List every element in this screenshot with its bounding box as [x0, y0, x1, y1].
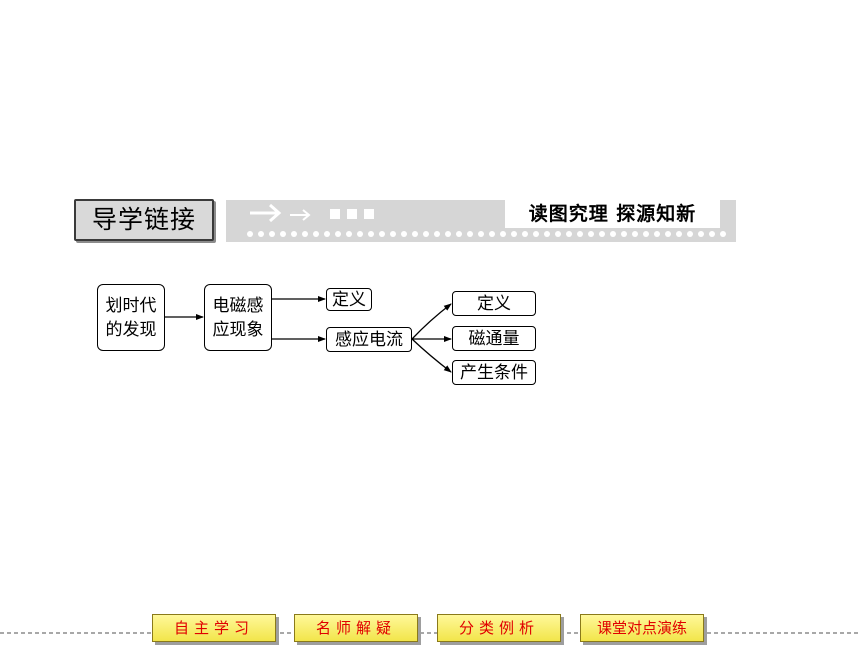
node-conditions: 产生条件 — [452, 360, 536, 385]
banner-dot — [258, 231, 264, 237]
square-icon — [364, 209, 374, 219]
node-magnetic-flux: 磁通量 — [452, 326, 536, 351]
node-em-induction: 电磁感 应现象 — [204, 284, 272, 351]
banner-dot — [412, 231, 418, 237]
edge-current-to-definition — [411, 303, 452, 340]
banner-dot — [434, 231, 440, 237]
arrow-right-icon — [250, 203, 282, 223]
node-induced-current: 感应电流 — [326, 327, 412, 352]
banner-dot — [346, 231, 352, 237]
banner-dot — [665, 231, 671, 237]
banner-dot — [709, 231, 715, 237]
banner-dot — [445, 231, 451, 237]
banner-dot — [654, 231, 660, 237]
banner-dot — [522, 231, 528, 237]
banner-arrows-decoration — [250, 203, 374, 223]
banner-dot — [632, 231, 638, 237]
banner-dot — [313, 231, 319, 237]
banner-dot — [687, 231, 693, 237]
banner-dot — [335, 231, 341, 237]
node-era-discovery-line1: 划时代 — [105, 295, 157, 316]
banner-dot — [368, 231, 374, 237]
banner-dot — [269, 231, 275, 237]
banner-dot — [467, 231, 473, 237]
node-definition-current: 定义 — [452, 291, 536, 316]
banner-dot — [291, 231, 297, 237]
banner-dot — [456, 231, 462, 237]
page-subtitle: 读图究理 探源知新 — [505, 200, 720, 228]
nav-button-classroom-practice[interactable]: 课堂对点演练 — [580, 614, 704, 642]
banner-dot — [621, 231, 627, 237]
square-icon — [330, 209, 340, 219]
banner-dot — [302, 231, 308, 237]
nav-button-category-examples[interactable]: 分类例析 — [437, 614, 561, 642]
node-em-induction-line1: 电磁感 — [212, 295, 264, 316]
banner-dot — [610, 231, 616, 237]
banner-dot — [676, 231, 682, 237]
node-em-induction-line2: 应现象 — [212, 319, 264, 340]
page-title: 导学链接 — [74, 199, 214, 241]
banner-dotted-line — [247, 231, 726, 237]
banner-dot — [423, 231, 429, 237]
banner-dot — [588, 231, 594, 237]
banner-dot — [511, 231, 517, 237]
banner-dot — [599, 231, 605, 237]
banner-dot — [555, 231, 561, 237]
banner-dot — [379, 231, 385, 237]
arrow-right-small-icon — [290, 209, 311, 221]
banner-dot — [489, 231, 495, 237]
banner-dot — [401, 231, 407, 237]
banner-dot — [390, 231, 396, 237]
banner-dot — [247, 231, 253, 237]
edge-current-to-conditions — [411, 338, 452, 373]
banner-dot — [643, 231, 649, 237]
banner-dot — [577, 231, 583, 237]
banner-dot — [544, 231, 550, 237]
bottom-nav-dashed-line — [0, 632, 860, 634]
banner-dot — [500, 231, 506, 237]
nav-button-self-study[interactable]: 自主学习 — [152, 614, 276, 642]
square-icon — [347, 209, 357, 219]
banner-dot — [357, 231, 363, 237]
node-era-discovery: 划时代 的发现 — [97, 284, 165, 351]
banner-dot — [478, 231, 484, 237]
banner-dot — [566, 231, 572, 237]
banner-dot — [698, 231, 704, 237]
node-era-discovery-line2: 的发现 — [105, 319, 157, 340]
nav-button-teacher-explains[interactable]: 名师解疑 — [294, 614, 418, 642]
banner-dot — [280, 231, 286, 237]
banner-dot — [533, 231, 539, 237]
banner-dot — [720, 231, 726, 237]
node-definition-top: 定义 — [326, 288, 372, 311]
banner-dot — [324, 231, 330, 237]
